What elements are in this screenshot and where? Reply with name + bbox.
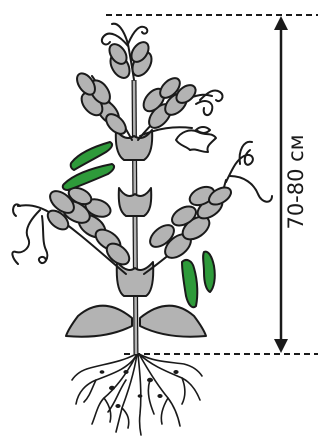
- roots: [72, 354, 202, 435]
- arrow-head-top: [274, 16, 288, 30]
- flower: [196, 127, 210, 133]
- pea-pod: [203, 252, 215, 292]
- flowers: [176, 127, 216, 152]
- arrow-head-bottom: [274, 339, 288, 353]
- flower: [176, 130, 216, 152]
- height-label: 70-80 см: [284, 134, 308, 229]
- pea-pod: [182, 260, 197, 307]
